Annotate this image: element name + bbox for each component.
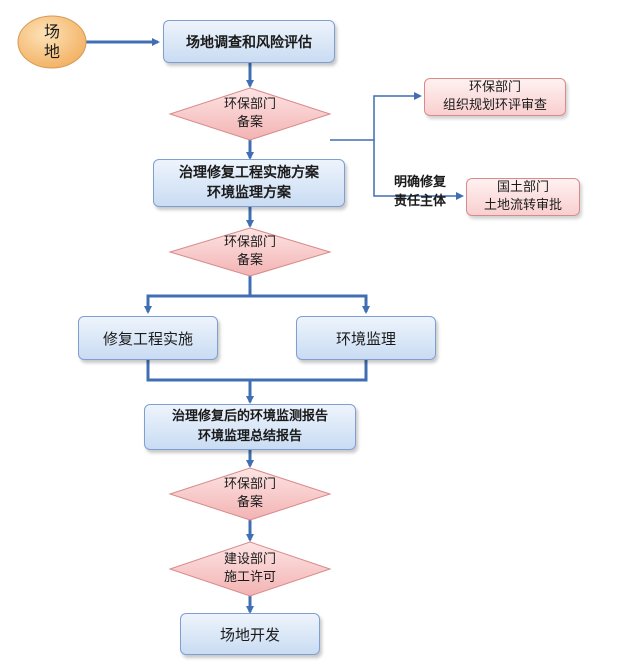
- env-review-box: 环保部门 组织规划环评审查: [424, 78, 566, 116]
- plan-node: 治理修复工程实施方案 环境监理方案: [153, 159, 345, 207]
- filing3-diamond: [168, 467, 332, 521]
- permit-diamond: [168, 541, 332, 597]
- land-review-box: 国土部门 土地流转审批: [466, 178, 580, 216]
- report-node: 治理修复后的环境监测报告 环境监理总结报告: [144, 404, 356, 450]
- supervision-node: 环境监理: [296, 316, 436, 360]
- responsibility-label: 明确修复 责任主体: [393, 175, 446, 209]
- repair-node: 修复工程实施: [78, 316, 218, 360]
- filing3-label: 环保部门 备案: [223, 477, 276, 510]
- filing2-diamond: [168, 227, 332, 277]
- filing1-label: 环保部门 备案: [223, 97, 276, 130]
- survey-node: 场地调查和风险评估: [163, 20, 335, 63]
- filing1-diamond: [168, 87, 332, 141]
- develop-node: 场地开发: [180, 613, 320, 655]
- filing2-label: 环保部门 备案: [223, 235, 276, 268]
- permit-label: 建设部门 施工许可: [223, 552, 276, 585]
- start-node: 场 地: [43, 22, 60, 61]
- start-oval: [17, 15, 87, 69]
